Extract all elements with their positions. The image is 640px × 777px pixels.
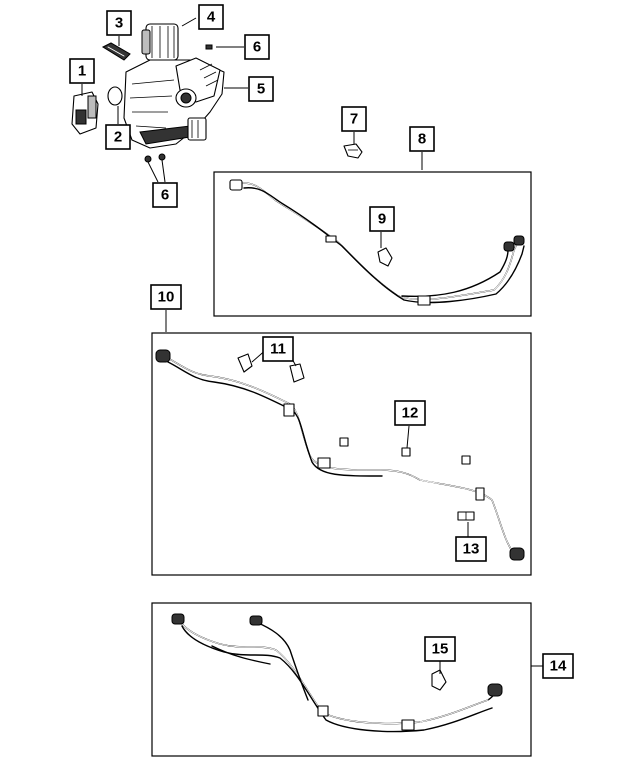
callout-12-label: 12 [402,405,419,422]
reservoir-cap [71,91,99,135]
panel-14 [151,602,532,757]
hose-assembly-14 [171,613,503,733]
callout-3: 3 [106,10,132,36]
callout-2: 2 [105,124,131,150]
callout-8-label: 8 [418,131,426,148]
callout-7: 7 [341,106,367,132]
callout-2-label: 2 [114,129,122,146]
hose-assembly-10 [155,349,525,561]
callout-6-bottom-label: 6 [161,187,169,204]
o-ring [107,86,123,106]
hose-assembly-8 [229,179,525,306]
panel-8 [213,171,532,317]
callout-8: 8 [409,126,435,152]
callout-4-label: 4 [207,9,216,26]
reservoir-body [123,57,225,149]
callout-11-label: 11 [270,341,286,358]
leader-lines-top [81,17,423,183]
callout-15: 15 [424,636,456,662]
short-hose [101,42,131,61]
callout-7-label: 7 [350,111,358,128]
fastener-bottom-left [144,155,152,163]
callout-3-label: 3 [115,15,123,32]
callout-12: 12 [394,400,426,426]
callout-11: 11 [262,336,294,362]
leader-lines-10 [251,347,469,538]
callout-10-label: 10 [158,289,175,306]
callout-1-label: 1 [78,63,86,80]
panel-10 [151,332,532,576]
callout-4: 4 [198,4,224,30]
callout-10: 10 [150,284,182,310]
callout-9: 9 [369,206,395,232]
reservoir-assembly [71,23,225,163]
callout-6-top-label: 6 [253,39,261,56]
callout-6-top: 6 [244,34,270,60]
callout-6-bottom: 6 [152,182,178,208]
fastener-bottom-right [158,153,166,161]
callout-9-label: 9 [378,211,386,228]
callout-5-label: 5 [257,81,265,98]
filter-cartridge [141,23,179,61]
fastener-top [205,44,213,50]
fitting-7 [343,143,363,159]
callout-1: 1 [69,58,95,84]
callout-15-label: 15 [432,641,449,658]
callout-5: 5 [248,76,274,102]
callout-13: 13 [455,536,487,562]
callout-13-label: 13 [463,541,480,558]
callout-14-label: 14 [550,658,567,675]
callout-14: 14 [542,653,574,679]
